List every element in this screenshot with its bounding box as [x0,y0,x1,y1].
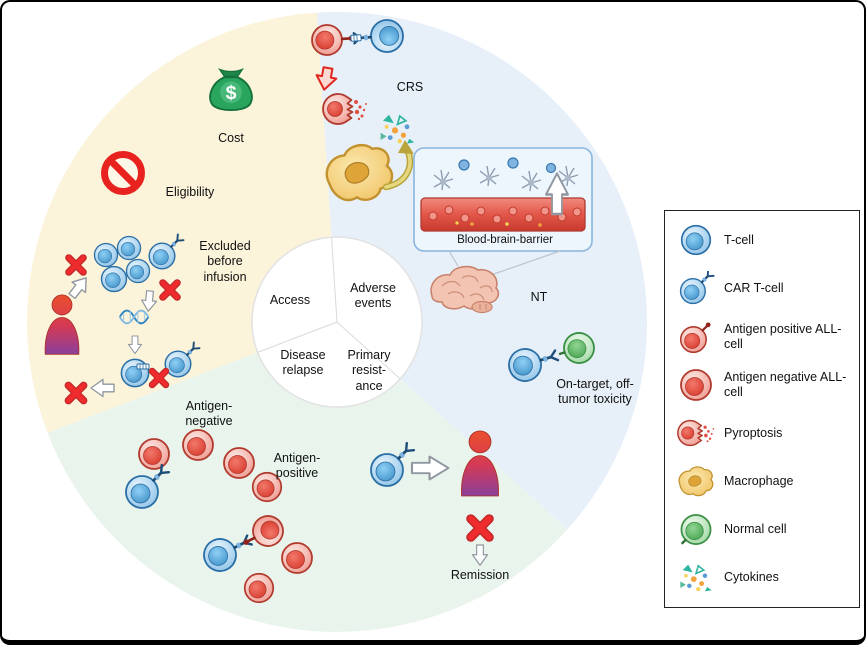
cost-label: Cost [218,131,244,145]
brain-icon [430,265,500,314]
binding-site [350,34,362,42]
legend-label: T-cell [724,232,754,247]
t-cell-icon [93,242,119,268]
legend-label: Macrophage [724,473,794,488]
astrocyte-icons [433,165,579,192]
red-x-icon [68,385,83,400]
legend-label: Antigen positive ALL-cell [724,321,842,351]
excluded-before-infusion-label: Excluded before infusion [199,239,251,284]
antigen-negative-all-cell-icon [182,429,214,461]
legend-label: Normal cell [724,522,787,537]
normal-cell-icon [679,513,712,546]
t-cell-icon [116,235,142,261]
car-t-cell-icon [677,271,715,305]
legend-item-cytokines: Cytokines [677,561,853,595]
t-cell-icon [125,258,151,284]
cytokines-icon [679,563,713,593]
nt-label: NT [530,290,548,304]
legend-label: Antigen negative ALL-cell [724,369,847,399]
red-x-icon [69,258,83,272]
center-access-label: Access [269,293,311,307]
excluded-before-infusion-cycle [44,235,199,401]
crs-label: CRS [396,80,424,94]
red-x-icon [152,371,166,385]
astrocyte-bodies [440,175,571,186]
antigen-negative-all-cell-icon [138,438,170,470]
center-dividers [257,237,401,380]
eligibility-label: Eligibility [165,185,215,199]
on-target-off-tumor-label: On-target, off-tumor toxicity [556,377,634,407]
antigen-negative-all-cell-icon [243,572,275,604]
legend-item-macrophage: Macrophage [677,464,853,498]
legend-label: CAR T-cell [724,280,784,295]
t-cell-icon [680,224,712,256]
transduced-cell-icon [120,358,150,388]
legend-item-t-cell: T-cell [677,223,853,257]
microglia-icons [458,157,557,174]
antigen-positive-all-cell-icon [677,320,715,354]
blood-vessel [420,197,586,232]
antigen-negative-label: Antigen-negative [185,399,233,429]
cytokine-dots [455,221,542,227]
legend: T-cell CAR T-cell Antigen positive ALL-c… [664,210,860,608]
prohibition-icon [101,151,145,195]
antigen-negative-all-cell-icon [281,542,313,574]
center-disease-relapse-label: Disease relapse [280,348,326,378]
legend-label: Pyroptosis [724,425,783,440]
pyroptosis-icon [677,419,715,447]
antigen-positive-label: Antigen-positive [273,451,321,481]
dna-icon [118,309,150,325]
legend-label: Cytokines [724,570,779,585]
legend-item-pyroptosis: Pyroptosis [677,416,853,450]
blood-brain-barrier-box [413,147,593,276]
macrophage-icon [678,466,714,497]
crs-illustration [306,6,416,206]
antigen-negative-all-cell-icon [680,368,712,401]
red-x-icon [163,283,177,297]
legend-item-antigen-positive: Antigen positive ALL-cell [677,320,853,354]
dollar-sign: $ [226,82,237,104]
t-cell-icon [100,265,128,293]
center-primary-resistance-label: Primary resist-ance [347,348,391,393]
remission-label: Remission [450,568,510,582]
legend-item-normal-cell: Normal cell [677,513,853,547]
sector-disease-relapse [47,322,568,632]
center-adverse-events-label: Adverse events [350,281,396,311]
legend-item-antigen-negative: Antigen negative ALL-cell [677,368,853,402]
money-bag-icon: $ [209,68,253,112]
antigen-negative-all-cell-icon [223,447,255,479]
red-blood-cells [428,205,582,224]
legend-item-car-t-cell: CAR T-cell [677,271,853,305]
blood-brain-barrier-label: Blood-brain-barrier [457,234,553,246]
activation-arrow-icon [382,140,414,191]
red-x-icon [471,519,489,537]
